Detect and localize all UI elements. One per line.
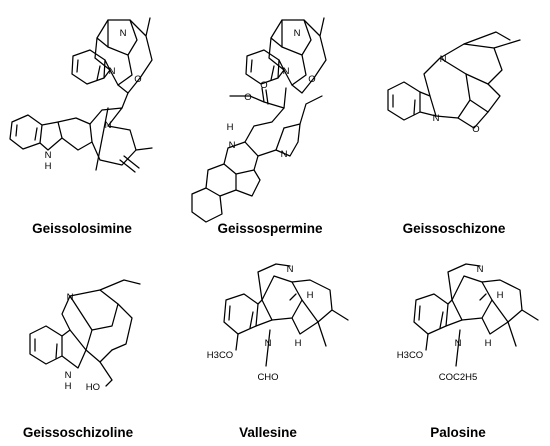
atom-n-top: N <box>477 264 484 275</box>
atom-n-top: N <box>440 54 447 65</box>
atom-n-lower: N <box>265 338 272 349</box>
atom-h-lower: H <box>295 338 302 349</box>
atom-n-mid: N <box>433 113 440 124</box>
compound-name-geissoschizoline: Geissoschizoline <box>23 425 134 440</box>
atom-n-top: N <box>294 28 301 39</box>
atom-n-lower: N <box>281 149 288 160</box>
atom-nh-n: N <box>229 140 236 151</box>
structure-geissoschizone <box>387 31 521 129</box>
atom-h-top: H <box>307 290 314 301</box>
atom-o-ring: O <box>308 74 315 85</box>
atom-ester-o2: O <box>244 92 251 103</box>
atom-h-top: H <box>497 290 504 301</box>
atom-nh-n: N <box>45 150 52 161</box>
atom-methoxy: H3CO <box>207 350 233 361</box>
atom-ho: HO <box>86 382 100 393</box>
atom-n-top: N <box>67 292 74 303</box>
compound-name-geissospermine: Geissospermine <box>217 221 323 236</box>
compound-name-geissolosimine: Geissolosimine <box>32 221 132 236</box>
atom-nh-n: N <box>65 370 72 381</box>
structure-vallesine <box>223 263 349 367</box>
compound-name-vallesine: Vallesine <box>239 425 297 440</box>
atom-n-lower: N <box>105 120 112 131</box>
atom-ester-o1: O <box>260 80 267 91</box>
atom-n-mid: N <box>283 66 290 77</box>
atom-n-top: N <box>120 28 127 39</box>
compound-name-geissoschizone: Geissoschizone <box>403 221 506 236</box>
atom-nh-h: H <box>227 122 234 133</box>
atom-o-ring: O <box>472 124 479 135</box>
atom-o-ring: O <box>134 74 141 85</box>
structure-geissolosimine <box>9 17 153 173</box>
atom-n-lower: N <box>455 338 462 349</box>
structure-palosine <box>413 263 539 367</box>
compound-name-palosine: Palosine <box>430 425 486 440</box>
structure-geissospermine <box>191 17 327 223</box>
atom-nh-h: H <box>45 161 52 172</box>
structure-geissoschizoline <box>29 279 141 387</box>
atom-n-top: N <box>287 264 294 275</box>
atom-ester: COC2H5 <box>439 372 478 383</box>
atom-n-mid: N <box>109 66 116 77</box>
atom-nh-h: H <box>65 381 72 392</box>
atom-h-lower: H <box>485 338 492 349</box>
atom-cho: CHO <box>257 372 278 383</box>
atom-methoxy: H3CO <box>397 350 423 361</box>
